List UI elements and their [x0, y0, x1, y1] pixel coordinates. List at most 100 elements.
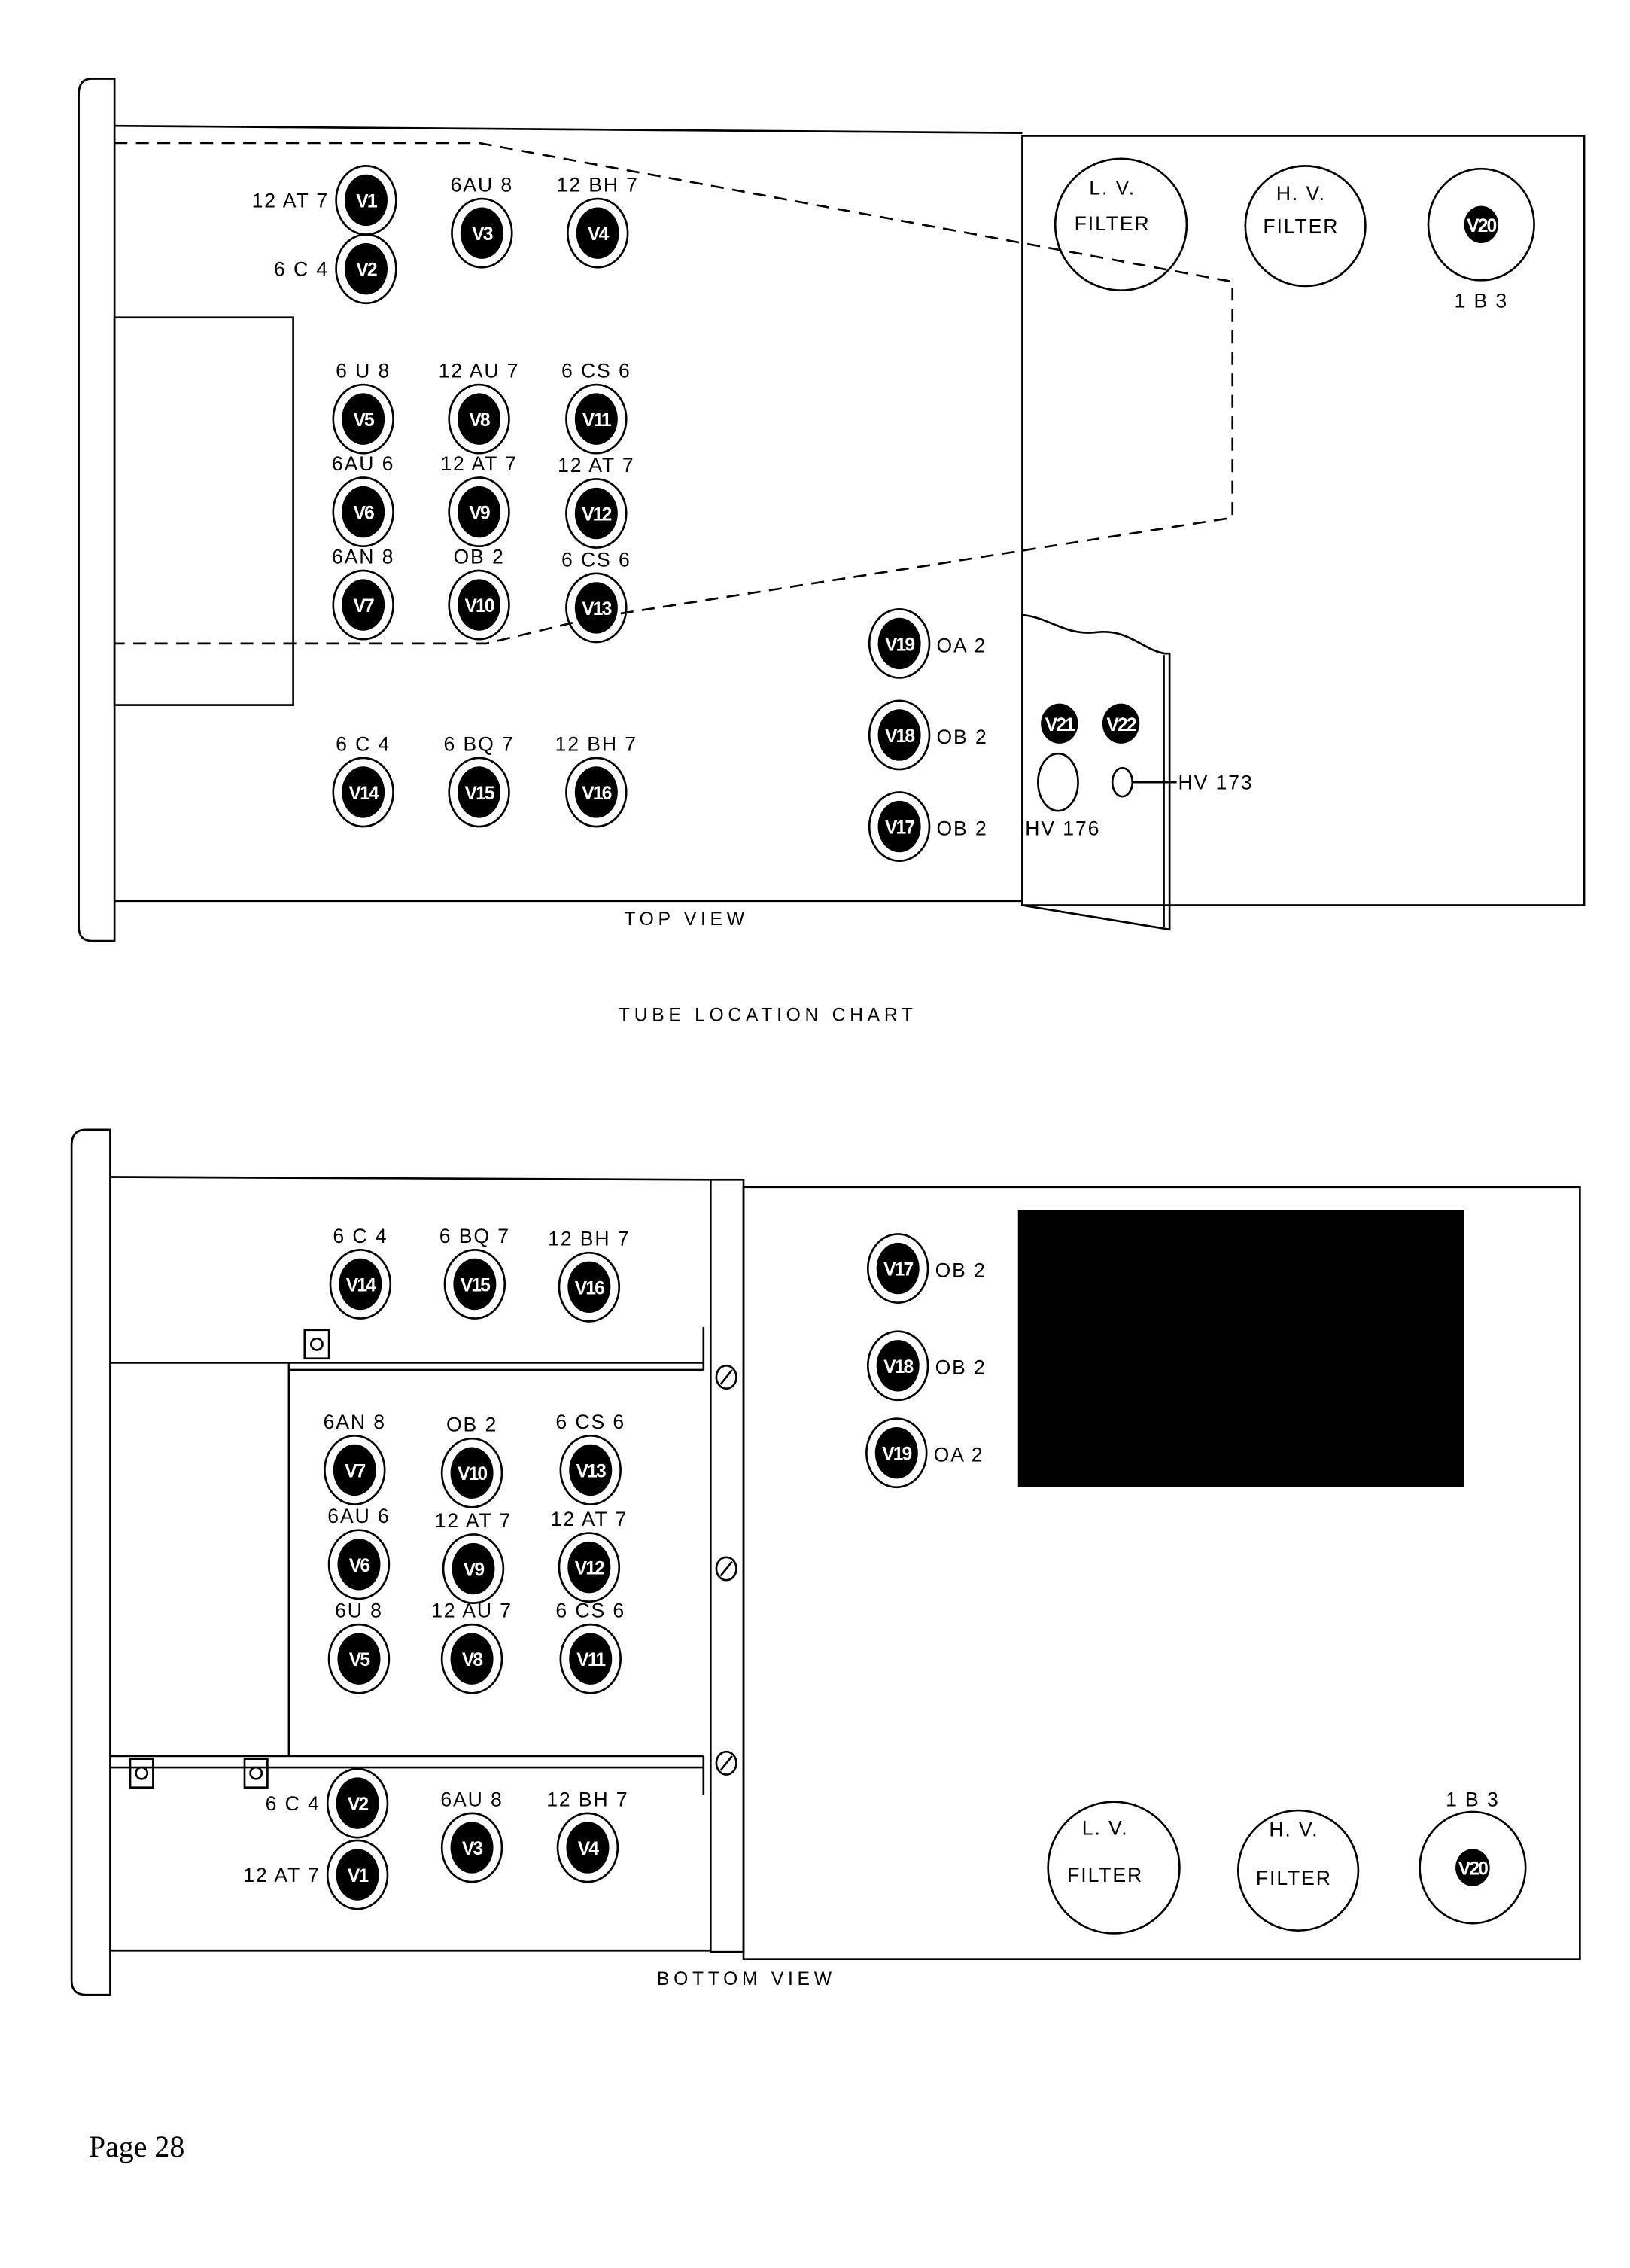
- svg-text:H. V.: H. V.: [1276, 182, 1326, 205]
- tube-id: V11: [576, 1650, 606, 1670]
- tube-socket-ring: [329, 1249, 392, 1320]
- svg-text:L. V.: L. V.: [1089, 176, 1136, 199]
- tube-id-badge: [569, 1444, 613, 1496]
- dashed-outline: [114, 142, 1234, 645]
- tube-type-label: 6 BQ 7: [439, 1225, 510, 1247]
- tube-type-label: 6AU 8: [451, 174, 513, 196]
- tube-id-badge: [574, 393, 618, 445]
- tube-id: V7: [353, 596, 374, 616]
- bottom-view-caption: BOTTOM VIEW: [657, 1969, 836, 1989]
- tube-id-badge: [452, 1542, 495, 1595]
- tube-id: V4: [578, 1839, 600, 1859]
- tube-id: V9: [469, 504, 490, 524]
- tube-socket-ring: [868, 607, 931, 679]
- tube-id: V17: [883, 1260, 913, 1280]
- tube-socket-ring: [559, 1623, 622, 1694]
- hv173-socket: [1111, 766, 1134, 798]
- hv-filter: H. V. FILTER: [1236, 1809, 1360, 1932]
- tube-id-badge: [1455, 1849, 1490, 1886]
- screw-icon: [715, 1364, 737, 1390]
- tube-id-badge: [874, 1426, 918, 1479]
- tube-socket-ring: [332, 476, 394, 548]
- svg-text:H. V.: H. V.: [1269, 1818, 1318, 1840]
- tube-id-badge: [576, 207, 619, 259]
- tube-id-badge: [1464, 205, 1499, 243]
- chassis-outline-right: [1021, 135, 1586, 906]
- tube-socket-ring: [327, 1529, 391, 1600]
- tube-socket-ring: [440, 1623, 503, 1694]
- tube-socket-ring: [558, 1251, 621, 1323]
- front-panel: [78, 78, 116, 942]
- tube-socket-ring: [866, 1233, 929, 1304]
- tube-id-badge: [453, 1258, 497, 1311]
- tube-id-badge: [344, 242, 388, 295]
- tube-socket-ring: [565, 478, 628, 549]
- tube-socket-ring: [332, 383, 394, 455]
- tube-socket-ring: [335, 233, 397, 305]
- tube-type-label: 6AN 8: [324, 1411, 386, 1433]
- tube-socket-ring: [868, 791, 931, 862]
- tube-type-label: 6U 8: [335, 1600, 383, 1622]
- tube-id-badge: [337, 1539, 381, 1591]
- tube-id: V5: [353, 410, 375, 431]
- tube-id: V22: [1106, 715, 1136, 735]
- tube-type-label: OB 2: [936, 817, 987, 839]
- tube-id: V8: [469, 410, 490, 431]
- tube-type-label: 6AU 6: [327, 1505, 390, 1527]
- tube-type-label: 12 AT 7: [252, 189, 329, 212]
- tube-socket-ring: [332, 757, 394, 828]
- tube-id: V14: [349, 784, 379, 804]
- tube-id-badge: [567, 1541, 611, 1594]
- hv176-label: HV 176: [1025, 817, 1100, 839]
- tube-type-label: OB 2: [453, 546, 504, 568]
- tube-socket-ring: [865, 1417, 928, 1489]
- tube-id-badge: [336, 1777, 379, 1829]
- tube-id-badge: [342, 579, 385, 631]
- screw-icon: [715, 1556, 737, 1582]
- svg-text:FILTER: FILTER: [1256, 1867, 1332, 1889]
- tube-id-badge: [336, 1849, 379, 1901]
- tube-socket-ring: [866, 1330, 929, 1402]
- tube-id: V6: [353, 504, 374, 524]
- tube-id-badge: [450, 1447, 494, 1499]
- tube-id: V2: [348, 1795, 369, 1815]
- tube-id-badge: [574, 766, 618, 818]
- tube-v2: V26 C 4: [274, 233, 397, 305]
- tube-v5: V56 U 8: [332, 360, 394, 455]
- svg-text:FILTER: FILTER: [1067, 1864, 1143, 1886]
- tube-type-label: 12 BH 7: [546, 1788, 628, 1810]
- tube-id: V10: [464, 596, 494, 616]
- tube-socket-ring: [440, 1437, 503, 1508]
- tube-v21: V21: [1041, 703, 1078, 744]
- tube-id-badge: [342, 766, 385, 818]
- tube-v22: V22: [1102, 703, 1140, 744]
- tube-type-label: 6 CS 6: [555, 1411, 625, 1433]
- tube-type-label: 6 C 4: [266, 1792, 321, 1815]
- tube-socket-ring: [448, 476, 510, 548]
- tube-id-badge: [337, 1633, 381, 1685]
- hv-filter: H. V. FILTER: [1244, 165, 1367, 288]
- tube-socket-ring: [565, 757, 628, 828]
- tube-id: V12: [575, 1559, 604, 1579]
- center-rail: [709, 1178, 745, 1953]
- mounting-tabs: [129, 1329, 330, 1789]
- tube-id: V1: [348, 1866, 369, 1886]
